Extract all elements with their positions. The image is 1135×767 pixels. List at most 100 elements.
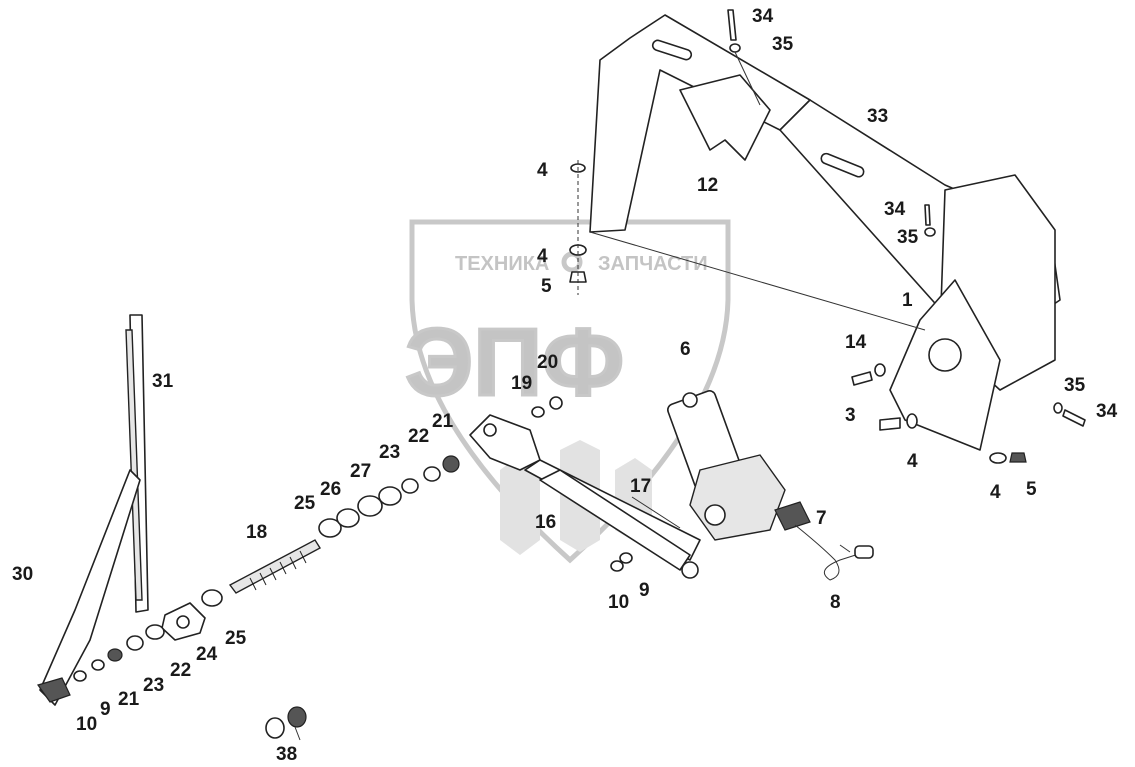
- callout-25-lower: 25: [225, 628, 247, 649]
- callout-4-mid: 4: [537, 246, 548, 267]
- callout-1: 1: [902, 290, 913, 311]
- washer-24: [145, 624, 165, 640]
- callout-8: 8: [830, 592, 841, 613]
- nut-20: [549, 396, 563, 410]
- wiper-motor: [667, 390, 874, 581]
- washer-9-upper: [619, 552, 633, 564]
- nut-5-top: [569, 271, 587, 283]
- nut-22-lower: [107, 648, 123, 662]
- watermark-main-text: ЭПФ: [405, 309, 624, 416]
- callout-16: 16: [535, 512, 556, 533]
- callout-4-right: 4: [907, 451, 918, 472]
- motor-end-cap: [682, 392, 698, 408]
- callout-35-lower: 35: [1064, 375, 1086, 396]
- callout-33: 33: [867, 106, 888, 127]
- wiper-blade-rubber: [125, 329, 143, 601]
- leader-8: [839, 544, 851, 553]
- callout-19: 19: [511, 373, 532, 394]
- nut-23-lower: [126, 635, 144, 651]
- callout-10-upper: 10: [608, 592, 629, 613]
- motor-mount-hole: [928, 338, 962, 372]
- washer-25-upper: [201, 589, 223, 607]
- washer-35-lower: [1053, 402, 1063, 414]
- leader-38: [294, 726, 301, 741]
- callout-9-upper: 9: [639, 580, 650, 601]
- callout-4-top: 4: [537, 160, 548, 181]
- leader-lines: [294, 496, 851, 741]
- bolt-14: [851, 371, 873, 386]
- spindle-shaft: [228, 539, 321, 594]
- wiper-arm-head: [37, 677, 71, 703]
- bracket-slot-1: [651, 39, 693, 61]
- wiper-linkage: [469, 414, 701, 579]
- wiper-assembly: [37, 314, 149, 706]
- callout-35-top: 35: [772, 34, 794, 55]
- callout-25-upper: 25: [294, 493, 316, 514]
- bolt-3: [879, 417, 901, 431]
- screw-34-mid: [924, 204, 931, 226]
- callout-26: 26: [320, 479, 341, 500]
- nut-21-upper: [423, 466, 441, 482]
- callout-31: 31: [152, 371, 174, 392]
- screw-34-lower: [1062, 409, 1086, 427]
- screw-34-top: [727, 9, 737, 41]
- callout-20: 20: [537, 352, 558, 373]
- nut-10-upper: [610, 560, 624, 572]
- washer-35-top: [729, 43, 741, 53]
- cap-38-a: [265, 717, 285, 739]
- bracket-clamp-plate: [679, 74, 771, 161]
- washer-4-lower: [989, 452, 1007, 464]
- nut-23-upper: [378, 486, 402, 506]
- linkage-pivot-top: [483, 423, 497, 437]
- callout-22-upper: 22: [408, 426, 429, 447]
- callout-24: 24: [196, 644, 218, 665]
- callout-12: 12: [697, 175, 718, 196]
- washer-14: [874, 363, 886, 377]
- callout-5-lower: 5: [1026, 479, 1037, 500]
- linkage-lower-rod: [539, 469, 691, 571]
- callout-34-lower: 34: [1096, 401, 1118, 422]
- wiper-arm: [39, 469, 141, 706]
- callout-21-lower: 21: [118, 689, 140, 710]
- cap-38-b: [287, 706, 307, 728]
- washer-9-lower: [91, 659, 105, 671]
- washer-25-upper-b: [318, 518, 342, 538]
- nut-5-lower: [1009, 452, 1027, 463]
- cable-plug: [854, 545, 874, 559]
- motor-output-shaft: [704, 504, 726, 526]
- watermark-text-right: ЗАПЧАСТИ: [598, 253, 708, 275]
- callout-23-upper: 23: [379, 442, 400, 463]
- linkage-pivot: [681, 561, 699, 579]
- callout-5-top: 5: [541, 276, 552, 297]
- callout-22-lower: 22: [170, 660, 191, 681]
- nut-10-lower: [73, 670, 87, 682]
- washer-35-mid: [924, 227, 936, 237]
- leader-17: [631, 496, 681, 529]
- washer-26: [336, 508, 360, 528]
- washer-3: [906, 413, 918, 429]
- watermark: ТЕХНИКА ЗАПЧАСТИ ЭПФ: [404, 219, 731, 564]
- callout-9-lower: 9: [100, 699, 111, 720]
- bracket-slot-2: [820, 152, 865, 178]
- callout-21-upper: 21: [432, 411, 454, 432]
- watermark-shield-outline: [409, 219, 731, 564]
- callout-18: 18: [246, 522, 267, 543]
- callout-34-mid: 34: [884, 199, 906, 220]
- assembly-line-bracket: [589, 231, 926, 331]
- callout-35-mid: 35: [897, 227, 919, 248]
- bushing-nut-bore: [176, 615, 190, 629]
- spindle-hardware: [73, 9, 1086, 739]
- washer-19: [531, 406, 545, 418]
- callout-6: 6: [680, 339, 691, 360]
- callout-labels: 34 35 33 4 12 34 35 4 5 1 14 6 20 19 31 …: [12, 6, 1118, 765]
- motor-connector: [774, 501, 811, 531]
- callout-3: 3: [845, 405, 856, 426]
- bracket-upper-arm: [589, 14, 811, 233]
- callout-27: 27: [350, 461, 371, 482]
- callout-7: 7: [816, 508, 827, 529]
- callout-38: 38: [276, 744, 297, 765]
- callout-10-lower: 10: [76, 714, 97, 735]
- spindle-thread: [249, 550, 307, 591]
